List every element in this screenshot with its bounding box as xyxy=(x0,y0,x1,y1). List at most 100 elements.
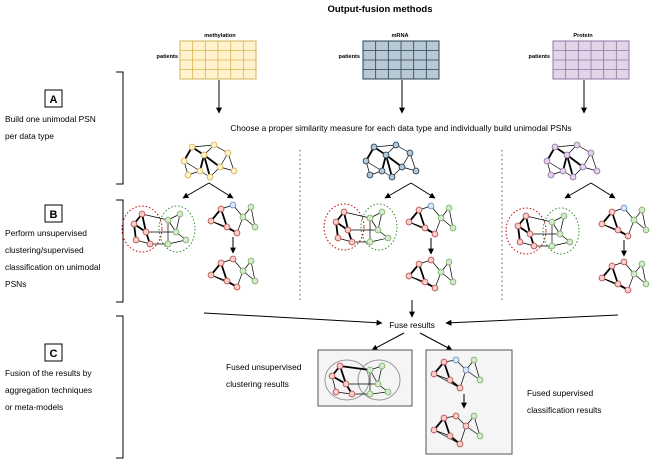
cluster-methylation-red-cluster xyxy=(121,205,163,253)
classify-protein-unlabeled-node xyxy=(620,204,628,212)
matrix-row-label-mrna: patients xyxy=(339,54,360,60)
psn-methylation-node xyxy=(188,143,196,151)
cluster-protein-net-node xyxy=(566,238,574,246)
classify-methylation-unlabeled-node xyxy=(239,213,247,221)
psn-mrna-edge xyxy=(373,144,397,148)
psn-protein-node xyxy=(551,143,559,151)
classify-protein-unlabeled-node xyxy=(608,208,616,216)
cluster-methylation-net-node xyxy=(164,240,172,248)
classify-mrna-unlabeled-node xyxy=(449,224,457,232)
fused-unsupervised-graph xyxy=(328,362,392,398)
cluster-mrna-net-node xyxy=(366,238,374,246)
psn-protein-node xyxy=(563,151,571,159)
step-b: B Perform unsupervised clustering/superv… xyxy=(5,204,101,289)
protein-split-arrow-left xyxy=(564,182,592,199)
psn-methylation xyxy=(180,141,238,181)
psn-mrna-node xyxy=(388,173,396,181)
arrow-to-fuse-right xyxy=(445,314,619,326)
classify-protein-labeled-edge xyxy=(641,263,647,285)
classify-protein-labeled-node xyxy=(630,270,638,278)
step-brackets xyxy=(116,71,124,459)
step-c: C Fusion of the results by aggregation t… xyxy=(5,343,92,412)
step-b-line-3: classification on unimodal xyxy=(5,262,101,272)
step-c-letter: C xyxy=(50,348,58,360)
classify-methylation-unlabeled-node xyxy=(247,203,255,211)
cluster-protein-net-node xyxy=(514,222,522,230)
matrix-label-methylation: methylation xyxy=(204,33,236,39)
network-layer xyxy=(121,141,650,294)
fused-supervised-labeled-node xyxy=(452,412,460,420)
psn-methylation-node xyxy=(216,163,224,171)
fused-supervised-unlabeled-edge xyxy=(473,359,481,381)
cluster-methylation-net-node xyxy=(172,228,180,236)
cluster-mrna-net-node xyxy=(384,234,392,242)
fused-unsupervised-graph-node xyxy=(328,372,336,380)
matrix-methylation: methylation patients xyxy=(157,33,257,80)
cluster-mrna xyxy=(323,203,398,251)
classify-mrna-labeled-node xyxy=(415,260,423,268)
bracket-a xyxy=(116,71,124,185)
classify-protein-unlabeled-node xyxy=(638,206,646,214)
fused-unsupervised-graph-node xyxy=(332,388,340,396)
classify-mrna-unlabeled-node xyxy=(415,206,423,214)
cluster-protein-net-node xyxy=(522,212,530,220)
classify-protein-unlabeled-node xyxy=(598,220,606,228)
classify-mrna-labeled-node xyxy=(421,278,429,286)
psn-mrna-edge xyxy=(385,154,393,178)
step-b-box xyxy=(44,204,63,223)
matrix-grid-mrna xyxy=(362,40,440,80)
fused-unsupervised-graph-node xyxy=(366,366,374,374)
fused-cluster-green-ellipse xyxy=(357,359,401,401)
step-c-line-2: aggregation techniques xyxy=(5,385,92,395)
classify-protein-unlabeled-edge xyxy=(641,209,647,231)
diagram-title: Output-fusion methods xyxy=(327,4,432,15)
classify-methylation-labeled-node xyxy=(247,257,255,265)
psn-methylation-edge xyxy=(191,144,215,148)
cluster-methylation xyxy=(121,205,196,253)
psn-methylation-edge xyxy=(203,154,211,178)
psn-protein-edge xyxy=(566,154,574,178)
step-c-box xyxy=(44,343,63,362)
psn-protein-node xyxy=(573,141,581,149)
fused-unsupervised-net xyxy=(324,359,401,401)
psn-protein-node xyxy=(569,173,577,181)
matrix-mrna: mRNA patients xyxy=(339,33,440,80)
classify-mrna-unlabeled-node xyxy=(405,218,413,226)
classify-mrna-labeled-node xyxy=(449,278,457,286)
matrix-grid-methylation xyxy=(179,40,257,80)
fused-supervised-unlabeled-node xyxy=(470,356,478,364)
classify-methylation-labeled-node xyxy=(207,271,215,279)
cluster-protein-net-node xyxy=(530,242,538,250)
cluster-mrna-green-cluster xyxy=(360,203,398,251)
psn-mrna-node xyxy=(398,163,406,171)
fused-supervised-labeled-node xyxy=(440,414,448,422)
classify-methylation-labeled-node xyxy=(229,255,237,263)
arrow-to-fuse-left xyxy=(203,312,383,326)
step-c-line-1: Fusion of the results by xyxy=(5,368,92,378)
cluster-protein-net-node xyxy=(556,230,564,238)
psn-protein-node xyxy=(547,171,555,179)
matrix-row-label-protein: patients xyxy=(529,54,550,60)
classify-methylation-labeled-node xyxy=(217,259,225,267)
cluster-methylation-net-node xyxy=(138,210,146,218)
fused-supervised-labeled-node xyxy=(462,422,470,430)
cluster-protein-net-node xyxy=(548,218,556,226)
step-b-line-1: Perform unsupervised xyxy=(5,228,87,238)
classify-methylation-labeled-node xyxy=(223,277,231,285)
cluster-protein-net xyxy=(514,212,574,250)
matrix-arrows xyxy=(216,80,587,114)
classify-mrna-labeled-node xyxy=(427,256,435,264)
cluster-mrna-net-node xyxy=(348,238,356,246)
fused-supervised-unlabeled-node xyxy=(462,366,470,374)
matrix-protein: Protein patients xyxy=(529,33,630,80)
step-a-letter: A xyxy=(50,94,58,106)
psn-methylation-node xyxy=(224,149,232,157)
cluster-methylation-net-node xyxy=(176,210,184,218)
classify-protein-unlabeled xyxy=(598,204,650,240)
cluster-mrna-net-node xyxy=(340,208,348,216)
psn-methylation-node xyxy=(200,151,208,159)
classify-protein-labeled-node xyxy=(642,280,650,288)
fuse-results-label: Fuse results xyxy=(389,320,435,330)
